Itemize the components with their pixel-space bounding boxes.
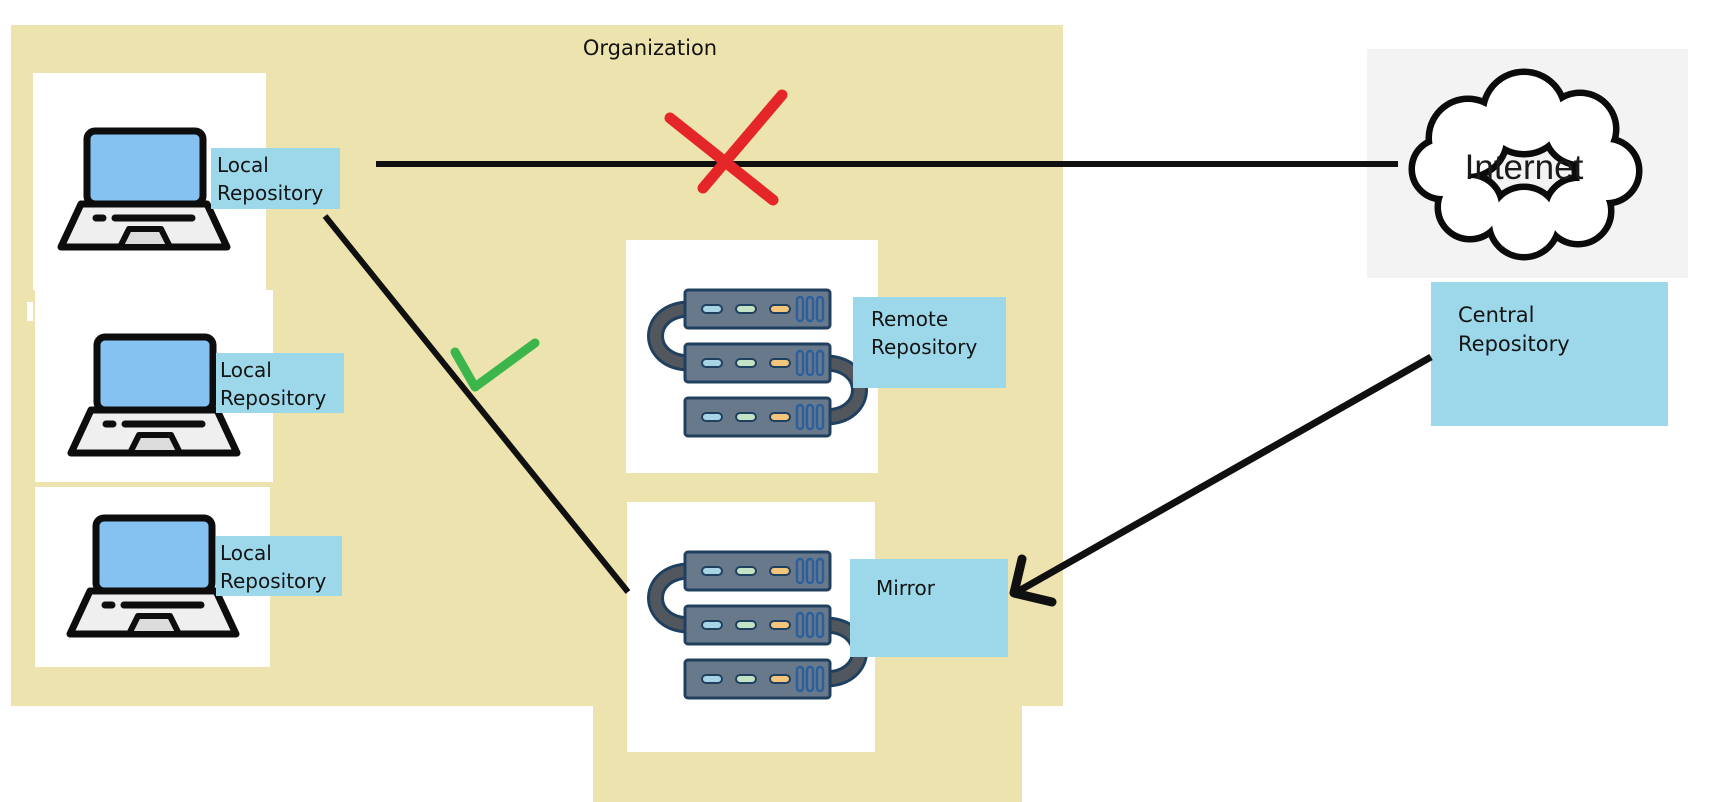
- laptop-icon: [67, 333, 241, 457]
- label-line: Local: [217, 153, 269, 177]
- background-artifact: [27, 302, 33, 321]
- local-repository-label: Local Repository: [216, 353, 344, 413]
- mirror-label: Mirror: [850, 559, 1008, 657]
- label-line: Repository: [871, 335, 978, 359]
- organization-title: Organization: [582, 36, 718, 60]
- label-line: Repository: [217, 181, 324, 205]
- label-line: Local: [220, 358, 272, 382]
- server-stack-icon: [647, 288, 868, 438]
- local-repository-label: Local Repository: [216, 536, 342, 596]
- label-line: Local: [220, 541, 272, 565]
- label-line: Mirror: [876, 576, 935, 600]
- label-line: Repository: [1458, 332, 1570, 356]
- local-repository-label: Local Repository: [211, 148, 340, 209]
- cloud-icon: Internet: [1408, 68, 1643, 261]
- internet-label: Internet: [1465, 148, 1584, 187]
- label-line: Central: [1458, 303, 1535, 327]
- label-line: Repository: [220, 569, 327, 593]
- laptop-icon: [57, 127, 231, 251]
- central-to-mirror-arrow-shaft: [1015, 353, 1433, 596]
- central-repository-label: Central Repository: [1431, 282, 1668, 426]
- label-line: Remote: [871, 307, 949, 331]
- server-stack-icon: [647, 550, 868, 700]
- label-line: Repository: [220, 386, 327, 410]
- remote-repository-label: Remote Repository: [853, 297, 1006, 388]
- laptop-icon: [66, 514, 240, 638]
